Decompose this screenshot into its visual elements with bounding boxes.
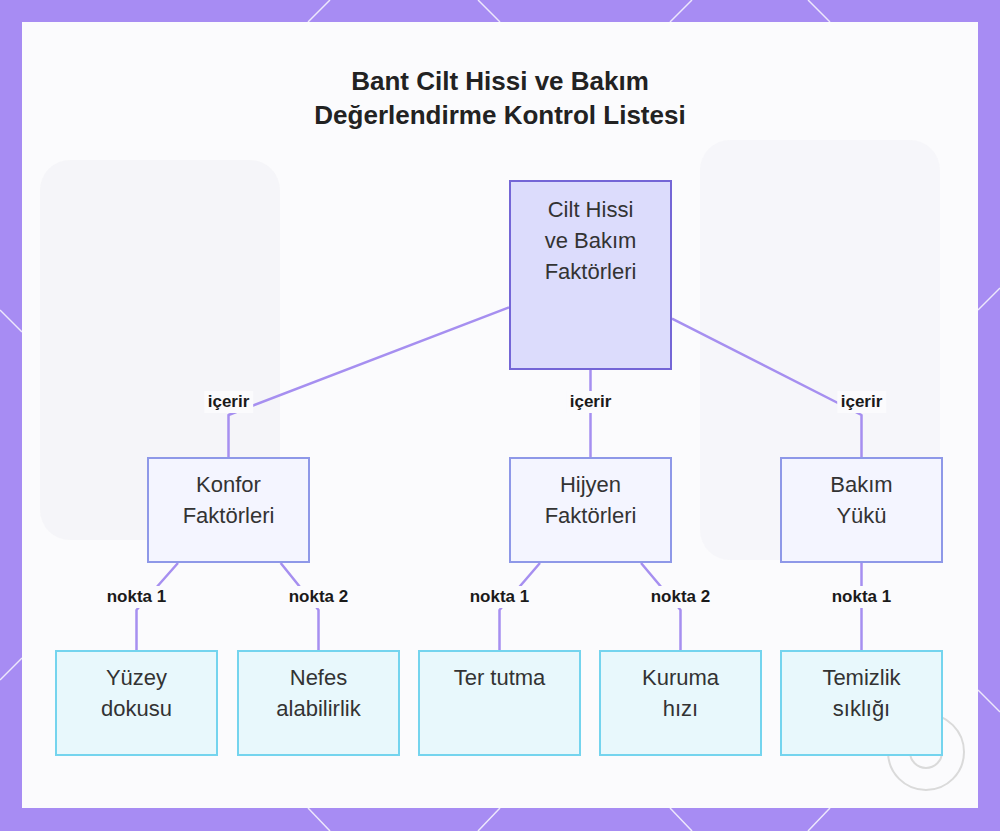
- node-text: Bakım Yükü: [809, 469, 915, 531]
- node-text: Hijyen Faktörleri: [538, 469, 644, 531]
- connector-line: [589, 370, 592, 457]
- node-text: Temizlik sıklığı: [809, 662, 915, 724]
- item-box: Nefes alabilirlik: [237, 650, 400, 756]
- edge-label: içerir: [566, 391, 616, 413]
- edge-label: içerir: [204, 391, 254, 413]
- category-box: Hijyen Faktörleri: [509, 457, 672, 563]
- edge-label: nokta 1: [828, 586, 896, 608]
- edge-label: içerir: [837, 391, 887, 413]
- panel-ground: [22, 22, 978, 808]
- item-box: Ter tutma: [418, 650, 581, 756]
- node-text: Kuruma hızı: [628, 662, 734, 724]
- node-text: Konfor Faktörleri: [176, 469, 282, 531]
- item-box: Kuruma hızı: [599, 650, 762, 756]
- node-text: Nefes alabilirlik: [266, 662, 372, 724]
- edge-label: nokta 2: [647, 586, 715, 608]
- connector-line: [229, 307, 510, 457]
- node-text: Ter tutma: [447, 662, 553, 693]
- item-box: Temizlik sıklığı: [780, 650, 943, 756]
- diagram-title: Bant Cilt Hissi ve Bakım Değerlendirme K…: [290, 64, 710, 132]
- node-text: Cilt Hissi ve Bakım Faktörleri: [538, 194, 644, 287]
- item-box: Yüzey dokusu: [55, 650, 218, 756]
- edge-label: nokta 1: [466, 586, 534, 608]
- edge-label: nokta 1: [103, 586, 171, 608]
- category-box: Konfor Faktörleri: [147, 457, 310, 563]
- category-box: Bakım Yükü: [780, 457, 943, 563]
- root-box: Cilt Hissi ve Bakım Faktörleri: [509, 180, 672, 370]
- connector-line: [672, 319, 862, 457]
- edge-label: nokta 2: [285, 586, 353, 608]
- node-text: Yüzey dokusu: [84, 662, 190, 724]
